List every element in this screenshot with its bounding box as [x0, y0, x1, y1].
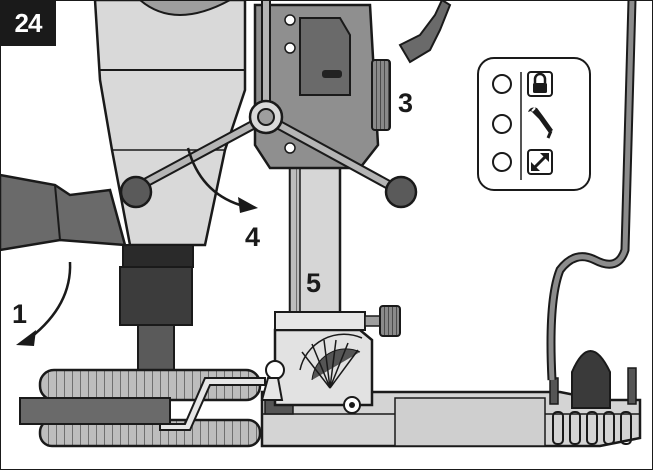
callout-label-4: 4	[245, 222, 260, 252]
base-vents	[552, 411, 632, 445]
indicator-led-service	[492, 114, 512, 134]
angle-plate	[273, 328, 374, 414]
padlock-icon	[527, 71, 553, 97]
indicator-panel	[477, 57, 591, 191]
diagonal-arrows-icon	[527, 149, 553, 175]
callout-label-3: 3	[398, 88, 413, 118]
figure-number-badge: 24	[0, 0, 56, 46]
indicator-led-lock	[492, 74, 512, 94]
wrench-icon	[528, 107, 553, 139]
lever-detail	[398, 0, 452, 64]
indicator-led-overload	[492, 152, 512, 172]
rotation-arrow-4	[186, 147, 258, 213]
feed-handles	[119, 0, 418, 209]
drill-spindle	[119, 244, 194, 374]
callout-label-5: 5	[306, 268, 321, 298]
side-handle	[0, 173, 127, 252]
magnet-dome	[549, 350, 637, 409]
clamp-latch	[159, 360, 285, 431]
callout-label-1: 1	[12, 299, 27, 329]
depth-stop-knob	[364, 305, 401, 337]
rotation-arrow-1	[16, 261, 72, 346]
column-rack	[274, 163, 366, 331]
